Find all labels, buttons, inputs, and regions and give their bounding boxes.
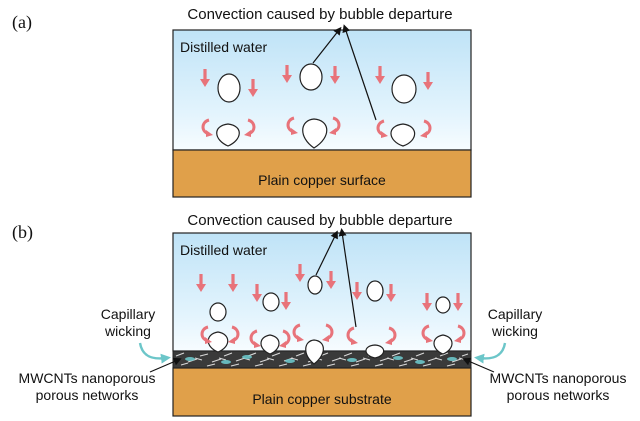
right-network-pointer — [462, 357, 495, 373]
bubble — [307, 275, 323, 295]
panel-a-label: (a) — [12, 12, 32, 33]
bubble — [366, 280, 384, 302]
bubble — [391, 74, 417, 104]
left-network-label-1: MWCNTs nanoporous — [19, 370, 156, 386]
convection-arrow — [342, 24, 377, 121]
panel-b-surface-label: Plain copper substrate — [252, 391, 392, 407]
panel-b-copper-substrate — [172, 367, 472, 417]
right-wicking-arrow-icon — [474, 342, 507, 364]
bubble — [217, 73, 241, 103]
left-network-label-2: porous networks — [36, 387, 139, 403]
bubble — [262, 292, 280, 312]
convection-arrow — [312, 26, 342, 64]
attached-bubble — [216, 123, 240, 147]
panel-b-water-label: Distilled water — [180, 242, 267, 258]
panel-b: (b) Convection caused by bubble departur… — [12, 212, 627, 417]
panel-a-surface-label: Plain copper surface — [258, 172, 386, 188]
right-network-label-1: MWCNTs nanoporous — [490, 370, 627, 386]
left-wicking-arrow-icon — [138, 342, 171, 364]
right-network-label-2: porous networks — [507, 387, 610, 403]
attached-bubble — [305, 339, 324, 365]
attached-bubble — [207, 331, 229, 353]
panel-a-water-label: Distilled water — [180, 39, 267, 55]
attached-bubble — [302, 118, 328, 149]
convection-arrow — [338, 228, 357, 328]
attached-bubble — [390, 123, 416, 147]
attached-bubble — [365, 344, 385, 359]
right-wicking-label-2: wicking — [491, 323, 538, 339]
panel-b-caption: Convection caused by bubble departure — [187, 212, 452, 229]
bubble — [435, 296, 451, 314]
left-network-pointer — [149, 357, 182, 373]
convection-arrow — [315, 230, 338, 276]
panel-a-copper-surface — [172, 149, 472, 198]
left-wicking-label-2: wicking — [104, 323, 151, 339]
mwcnt-network-layer — [172, 350, 472, 369]
bubble — [299, 63, 323, 91]
attached-bubble — [260, 334, 280, 355]
panel-b-label: (b) — [12, 222, 33, 243]
bubble — [209, 302, 227, 322]
panel-a-caption: Convection caused by bubble departure — [187, 6, 452, 23]
attached-bubble — [433, 334, 453, 355]
right-wicking-label-1: Capillary — [488, 306, 542, 322]
left-wicking-label-1: Capillary — [101, 306, 155, 322]
panel-a: (a) Convection caused by bubble departur… — [12, 6, 472, 198]
